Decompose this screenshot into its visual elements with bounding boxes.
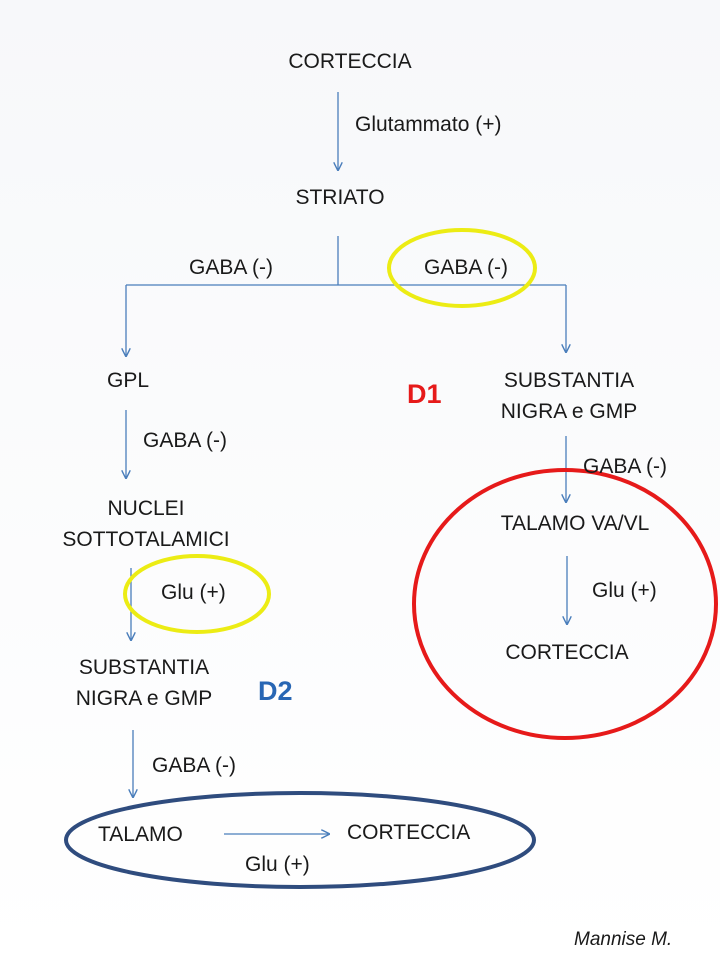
- direct-thalamus-label: TALAMO VA/VL: [500, 512, 650, 535]
- gaba-direct-snr-label: GABA (-): [583, 455, 668, 478]
- stn-label-line2: SOTTOTALAMICI: [62, 528, 230, 551]
- indirect-snr-label-line1: SUBSTANTIA: [78, 656, 210, 679]
- gaba-direct-label: GABA (-): [424, 256, 509, 279]
- glu-thalamus-label: Glu (+): [245, 853, 310, 876]
- indirect-cortex-label: CORTECCIA: [347, 821, 471, 844]
- thalamus-label: TALAMO: [98, 823, 183, 846]
- gaba-snr-label: GABA (-): [152, 754, 237, 777]
- direct-cortex-label: CORTECCIA: [505, 641, 629, 664]
- glu-direct-label: Glu (+): [592, 579, 657, 602]
- highlight-ring-direct-loop: [412, 468, 718, 740]
- highlight-ring-glu-indirect: [123, 554, 271, 634]
- author-signature: Mannise M.: [574, 929, 673, 950]
- direct-snr-label-line1: SUBSTANTIA: [503, 369, 635, 392]
- gaba-gpl-label: GABA (-): [143, 429, 228, 452]
- highlight-ring-gaba-direct: [387, 228, 537, 308]
- gaba-indirect-label: GABA (-): [189, 256, 274, 279]
- d2-tag: D2: [258, 676, 293, 706]
- direct-snr-label-line2: NIGRA e GMP: [500, 400, 638, 423]
- indirect-snr-label-line2: NIGRA e GMP: [75, 687, 213, 710]
- gpl-label: GPL: [106, 369, 150, 392]
- glu-stn-label: Glu (+): [161, 581, 226, 604]
- glutamate-label: Glutammato (+): [355, 113, 502, 136]
- cortex-label: CORTECCIA: [288, 50, 412, 73]
- striatum-label: STRIATO: [295, 186, 385, 209]
- d1-tag: D1: [407, 379, 442, 409]
- stn-label-line1: NUCLEI: [107, 497, 185, 520]
- highlight-ring-indirect-output: [64, 791, 536, 889]
